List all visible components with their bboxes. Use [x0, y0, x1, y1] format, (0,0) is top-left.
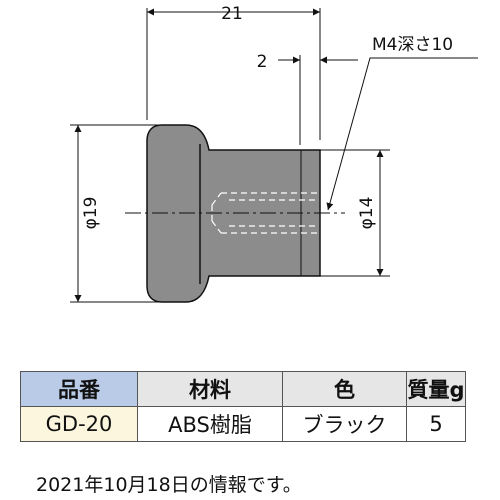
info-date-note: 2021年10月18日の情報です。 [36, 474, 302, 496]
table-header-row: 品番 材料 色 質量g [20, 371, 466, 407]
thread-spec-label: M4深さ10 [372, 35, 453, 55]
header-part-number: 品番 [20, 371, 138, 407]
header-material: 材料 [137, 371, 283, 407]
header-color: 色 [282, 371, 407, 407]
dim-shaft-diameter-label: φ14 [357, 197, 377, 230]
table-row: GD-20 ABS樹脂 ブラック 5 [20, 406, 466, 442]
dim-flange-label: 2 [257, 52, 268, 72]
spec-table: 品番 材料 色 質量g GD-20 ABS樹脂 ブラック 5 [20, 371, 466, 442]
cell-material: ABS樹脂 [137, 406, 283, 442]
cell-part-number: GD-20 [20, 406, 138, 442]
threaded-hole [211, 192, 318, 234]
cell-mass: 5 [406, 406, 466, 442]
dim-length-label: 21 [221, 4, 243, 24]
technical-drawing: 21 2 M4深さ10 φ19 φ14 [70, 4, 478, 303]
dim-head-diameter-label: φ19 [81, 197, 101, 230]
header-mass: 質量g [406, 371, 466, 407]
thread-leader-line [326, 57, 478, 211]
extension-lines [70, 8, 390, 303]
cell-color: ブラック [282, 406, 407, 442]
